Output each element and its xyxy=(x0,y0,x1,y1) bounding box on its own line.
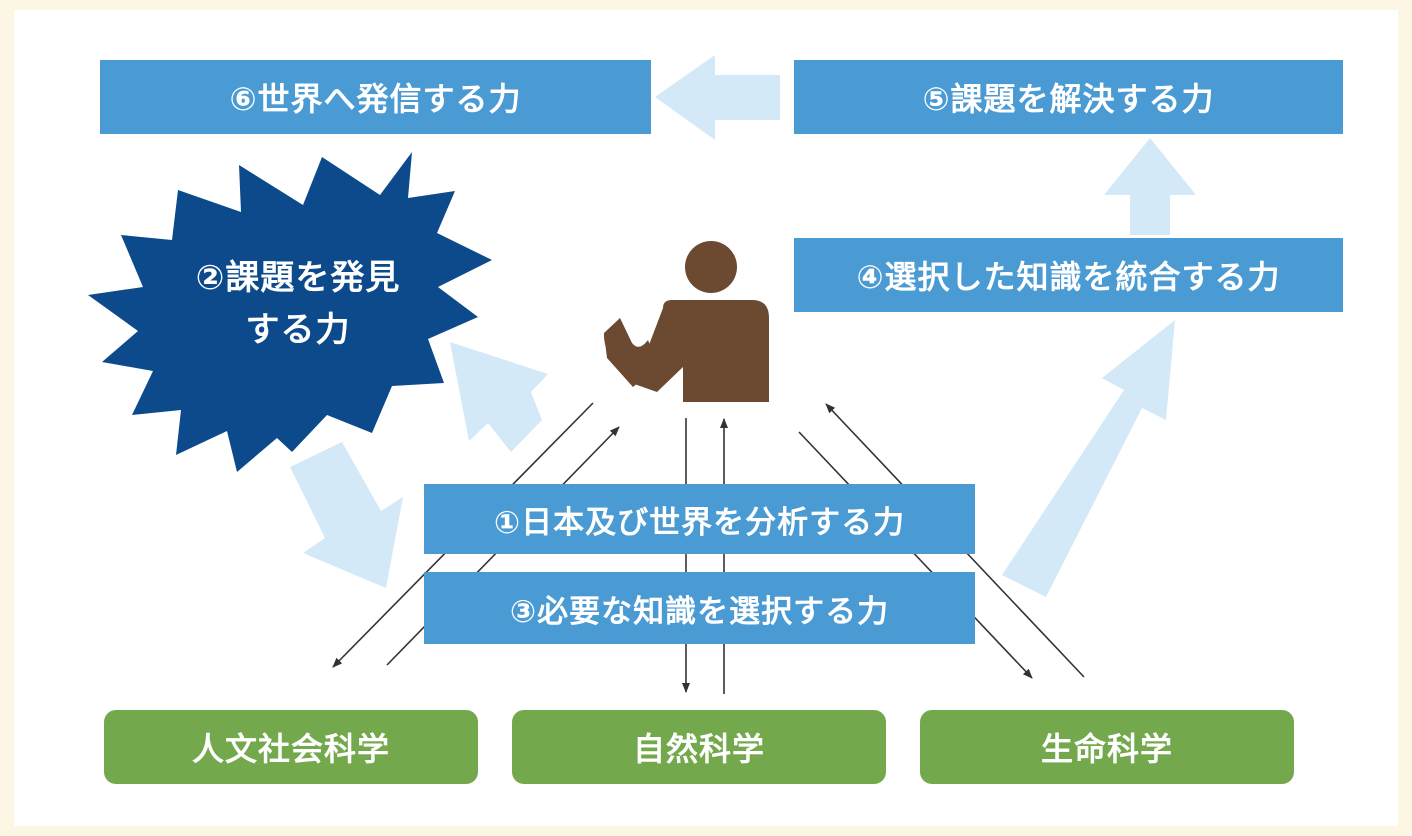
arrow-select-to-integrate xyxy=(1002,320,1175,597)
field-humanities: 人文社会科学 xyxy=(104,710,478,784)
arrow-integrate-to-solve xyxy=(1104,138,1196,235)
person-icon xyxy=(603,241,769,402)
box-integrate: ④選択した知識を統合する力 xyxy=(794,238,1343,312)
discover-label-line2: する力 xyxy=(245,310,351,350)
box-select: ③必要な知識を選択する力 xyxy=(424,572,975,644)
box-analyze: ①日本及び世界を分析する力 xyxy=(424,484,975,554)
discover-burst xyxy=(88,152,492,472)
box-solve: ⑤課題を解決する力 xyxy=(794,60,1343,134)
arrow-discover-to-select xyxy=(290,442,403,588)
field-life: 生命科学 xyxy=(920,710,1294,784)
box-communicate: ⑥世界へ発信する力 xyxy=(100,60,651,134)
discover-label: ②課題を発見 する力 xyxy=(168,252,428,356)
discover-label-line1: ②課題を発見 xyxy=(195,258,401,298)
arrow-solve-to-communicate xyxy=(655,55,780,140)
field-natural: 自然科学 xyxy=(512,710,886,784)
connector-person-to-life xyxy=(798,431,1033,679)
arrow-analyze-to-discover xyxy=(450,342,548,452)
